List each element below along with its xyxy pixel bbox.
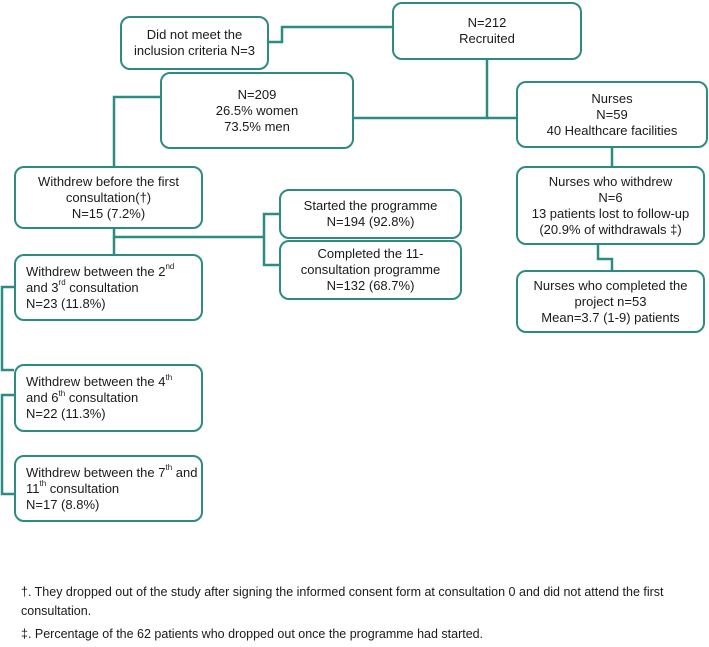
connector-patients-down bbox=[112, 95, 160, 166]
box-nurses: Nurses N=59 40 Healthcare facilities bbox=[516, 81, 708, 148]
w7-11-sup2: th bbox=[39, 479, 47, 489]
nurses-completed-line1: Nurses who completed the bbox=[533, 277, 688, 293]
patients-line1: N=209 bbox=[237, 86, 277, 102]
nurses-withdrew-line4: (20.9% of withdrawals ‡) bbox=[539, 221, 682, 237]
w7-11-text-c: consultation bbox=[46, 480, 120, 496]
patients-line3: 73.5% men bbox=[224, 118, 290, 134]
box-recruited: N=212 Recruited bbox=[392, 2, 582, 60]
connector-to-w4-6 bbox=[0, 285, 14, 372]
not-met-line1: Did not meet the bbox=[146, 27, 243, 42]
box-withdrew-2-3: Withdrew between the 2nd and 3rd consult… bbox=[14, 254, 203, 321]
connector-to-programme bbox=[112, 229, 264, 239]
footnote-double-dagger: ‡. Percentage of the 62 patients who dro… bbox=[21, 627, 484, 641]
box-completed-programme: Completed the 11- consultation programme… bbox=[279, 240, 462, 300]
w4-6-line2: and 6th consultation bbox=[16, 388, 139, 406]
w2-3-text-a: Withdrew between the 2 bbox=[26, 263, 166, 279]
w2-3-text-c: consultation bbox=[65, 279, 139, 295]
nurses-line1: Nurses bbox=[591, 90, 633, 106]
w2-3-sup2: rd bbox=[58, 278, 66, 288]
connector-recruited-branch bbox=[354, 60, 489, 120]
nurses-completed-line2: project n=53 bbox=[574, 293, 647, 309]
connector-lines bbox=[0, 25, 614, 496]
w2-3-sup1: nd bbox=[165, 262, 175, 272]
footnote-dagger: †. They dropped out of the study after s… bbox=[21, 585, 664, 618]
nurses-line2: N=59 bbox=[596, 106, 628, 122]
w7-11-line3: N=17 (8.8%) bbox=[26, 496, 100, 512]
box-started-programme: Started the programme N=194 (92.8%) bbox=[279, 189, 462, 239]
box-nurses-withdrew: Nurses who withdrew N=6 13 patients lost… bbox=[516, 166, 705, 245]
box-nurses-completed: Nurses who completed the project n=53 Me… bbox=[516, 270, 705, 333]
completed-line3: N=132 (68.7%) bbox=[326, 278, 415, 293]
box-withdrew-7-11: Withdrew between the 7th and 11th consul… bbox=[14, 455, 203, 522]
withdrew-first-line3: N=15 (7.2%) bbox=[71, 205, 146, 221]
withdrew-first-line1: Withdrew before the first bbox=[38, 173, 179, 189]
w4-6-text-a: Withdrew between the 4 bbox=[26, 374, 166, 389]
w7-11-line1: Withdrew between the 7th and bbox=[16, 463, 198, 481]
completed-line2: consultation programme bbox=[300, 262, 441, 277]
connector-excluded bbox=[269, 25, 392, 44]
box-patients: N=209 26.5% women 73.5% men bbox=[160, 72, 354, 149]
w4-6-sup1: th bbox=[165, 372, 173, 382]
w2-3-line3: N=23 (11.8%) bbox=[26, 295, 106, 311]
patients-line2: 26.5% women bbox=[215, 102, 299, 118]
started-line2: N=194 (92.8%) bbox=[326, 214, 415, 229]
w7-11-line2: 11th consultation bbox=[16, 479, 120, 497]
nurses-withdrew-line2: N=6 bbox=[598, 189, 623, 205]
w4-6-line1: Withdrew between the 4th bbox=[16, 372, 173, 390]
recruited-line2: Recruited bbox=[459, 31, 515, 46]
nurses-withdrew-line3: 13 patients lost to follow-up bbox=[531, 205, 690, 221]
box-not-met-criteria: Did not meet the inclusion criteria N=3 bbox=[120, 16, 269, 70]
nurses-line3: 40 Healthcare facilities bbox=[546, 122, 678, 138]
w4-6-text-b: and 6 bbox=[26, 390, 59, 405]
box-withdrew-first: Withdrew before the first consultation(†… bbox=[14, 166, 203, 229]
connector-programme-bracket bbox=[262, 212, 279, 267]
w4-6-text-c: consultation bbox=[65, 390, 139, 405]
connector-to-w7-11 bbox=[0, 393, 14, 496]
completed-line1: Completed the 11- bbox=[317, 246, 424, 261]
not-met-line2: inclusion criteria N=3 bbox=[133, 43, 256, 58]
w7-11-text-a2: and bbox=[172, 464, 198, 480]
started-line1: Started the programme bbox=[303, 198, 438, 213]
box-withdrew-4-6: Withdrew between the 4th and 6th consult… bbox=[14, 364, 203, 432]
w2-3-line2: and 3rd consultation bbox=[16, 278, 139, 296]
connector-nurses-completed bbox=[596, 245, 614, 270]
w4-6-line3: N=22 (11.3%) bbox=[26, 406, 106, 421]
nurses-withdrew-line1: Nurses who withdrew bbox=[548, 173, 673, 189]
w7-11-text-b: 11 bbox=[26, 480, 40, 496]
withdrew-first-line2: consultation(†) bbox=[65, 189, 152, 205]
w7-11-sup1: th bbox=[165, 463, 173, 473]
nurses-completed-line3: Mean=3.7 (1-9) patients bbox=[541, 309, 680, 325]
recruited-line1: N=212 bbox=[467, 15, 507, 30]
w7-11-text-a: Withdrew between the 7 bbox=[26, 464, 166, 480]
w2-3-line1: Withdrew between the 2nd bbox=[16, 262, 175, 280]
w2-3-text-b: and 3 bbox=[26, 279, 59, 295]
w4-6-sup2: th bbox=[58, 388, 66, 398]
